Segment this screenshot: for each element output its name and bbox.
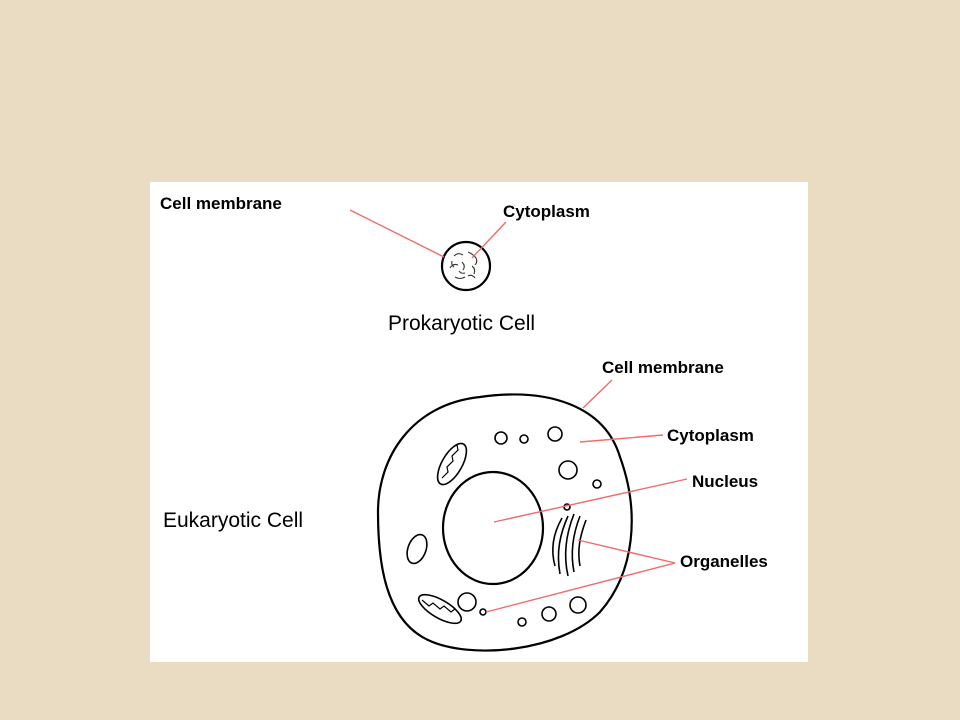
eukaryotic-title: Eukaryotic Cell: [163, 509, 303, 532]
prokaryotic-cytoplasm-leader: [471, 221, 507, 259]
cell-diagram: Cell membrane Cytoplasm Prokaryotic Cell: [160, 194, 768, 652]
prokaryotic-title: Prokaryotic Cell: [388, 312, 535, 335]
organelles-leader-golgi: [577, 539, 676, 564]
prokaryotic-cytoplasm-squiggles: [449, 251, 478, 280]
eukaryotic-membrane-leader: [582, 379, 613, 409]
nucleus-label: Nucleus: [692, 472, 758, 491]
prokaryotic-cell-membrane: [440, 240, 492, 292]
nucleus: [441, 470, 545, 586]
prokaryotic-membrane-label: Cell membrane: [160, 194, 282, 213]
golgi-apparatus: [552, 513, 587, 577]
prokaryotic-membrane-leader: [349, 209, 445, 258]
diagram-panel: Cell membrane Cytoplasm Prokaryotic Cell: [150, 182, 808, 662]
eukaryotic-cytoplasm-leader: [579, 434, 664, 443]
eukaryotic-cell: Cell membrane Cytoplasm Nucleus Organell…: [163, 358, 768, 652]
vesicles: [457, 426, 602, 627]
mitochondrion-lower: [417, 593, 463, 625]
eukaryotic-cytoplasm-label: Cytoplasm: [667, 426, 754, 445]
vacuole: [406, 533, 428, 565]
organelles-label: Organelles: [680, 552, 768, 571]
prokaryotic-cell: Cell membrane Cytoplasm Prokaryotic Cell: [160, 194, 590, 335]
prokaryotic-cytoplasm-label: Cytoplasm: [503, 202, 590, 221]
organelles-leader-vesicle: [485, 562, 676, 613]
nucleus-leader: [493, 478, 688, 523]
mitochondrion-upper: [436, 442, 468, 486]
eukaryotic-membrane-label: Cell membrane: [602, 358, 724, 377]
